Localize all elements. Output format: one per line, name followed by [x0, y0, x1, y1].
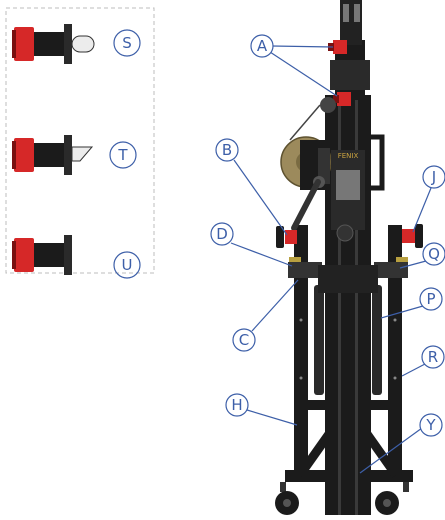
brand-label: FENIX: [338, 152, 359, 160]
callout-y: Y: [419, 413, 443, 437]
callout-r: R: [421, 345, 445, 369]
legend-panel: [5, 7, 155, 274]
svg-text:D: D: [216, 225, 228, 243]
lock-pin-extended-icon: [12, 24, 95, 64]
caster-wheel-left: [275, 482, 299, 515]
cable-pulley: [320, 97, 336, 113]
gas-spring-left: [314, 285, 324, 395]
svg-text:Y: Y: [425, 416, 436, 434]
callout-h: H: [225, 393, 249, 417]
leg-bracket-right: [374, 262, 408, 278]
spec-label: [336, 170, 360, 200]
crank-handle: [276, 226, 297, 248]
callout-j: J: [422, 165, 445, 189]
level-indicator: [336, 224, 354, 242]
svg-text:C: C: [239, 331, 249, 349]
winch: [280, 136, 332, 190]
svg-text:R: R: [428, 348, 438, 366]
winch-cable: [289, 104, 321, 141]
callout-p: P: [419, 287, 443, 311]
callout-a: A: [250, 34, 274, 58]
svg-text:H: H: [231, 396, 242, 414]
callout-c: C: [232, 328, 256, 352]
caster-wheel-right: [375, 482, 409, 515]
leader-lines: [230, 45, 432, 474]
section-lock-pin-lower: [333, 92, 351, 106]
leg-bracket-left: [288, 262, 322, 278]
legend-item-t: T: [12, 135, 137, 175]
legend-label-u: U: [122, 256, 133, 274]
gas-spring-right: [372, 285, 382, 395]
svg-text:Q: Q: [428, 245, 440, 263]
legend-item-u: U: [12, 235, 141, 279]
leveling-handle: [402, 224, 423, 248]
tower-lift: FENIX: [275, 0, 423, 515]
lock-pin-retracted-icon: [12, 235, 72, 275]
telescopic-section: [330, 0, 370, 100]
mast-handle: [371, 134, 385, 191]
winch-crank-arm: [291, 179, 321, 231]
legend-label-s: S: [122, 34, 132, 52]
warning-label-left: [289, 257, 301, 262]
legend-label-t: T: [117, 146, 128, 164]
callout-d: D: [210, 222, 234, 246]
warning-label-right: [396, 257, 408, 262]
svg-text:J: J: [431, 168, 436, 186]
callout-b: B: [215, 138, 239, 162]
callout-q: Q: [422, 242, 445, 266]
lock-pin-angled-icon: [12, 135, 94, 175]
svg-text:P: P: [426, 290, 435, 308]
legend-item-s: S: [12, 24, 141, 64]
svg-text:B: B: [222, 141, 232, 159]
svg-text:A: A: [257, 37, 268, 55]
